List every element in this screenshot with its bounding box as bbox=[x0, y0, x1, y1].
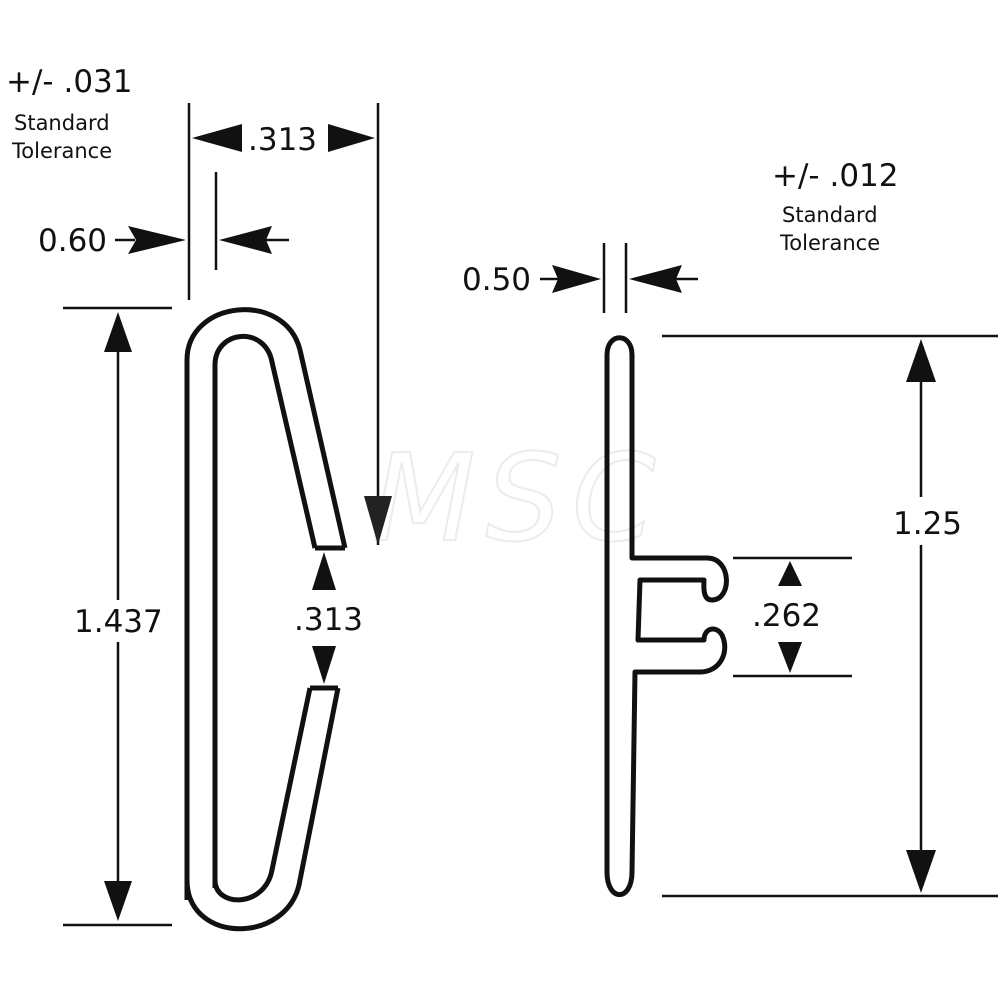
left-gap-dimension: .313 bbox=[294, 552, 363, 684]
left-gap-label: .313 bbox=[294, 602, 363, 638]
arrow-left-icon bbox=[192, 124, 242, 152]
arrow-up-icon bbox=[906, 339, 936, 382]
arrow-left-icon bbox=[629, 265, 682, 293]
arrow-down-icon bbox=[104, 881, 132, 921]
right-slot-label: .262 bbox=[752, 598, 821, 634]
arrow-right-icon bbox=[128, 226, 186, 254]
left-width-label: .313 bbox=[248, 122, 317, 158]
right-thickness-dimension: 0.50 bbox=[462, 243, 698, 313]
left-tolerance-note: +/- .031 Standard Tolerance bbox=[6, 64, 132, 163]
arrow-up-icon bbox=[104, 312, 132, 352]
arrow-down-icon bbox=[364, 496, 392, 545]
left-width-dimension: .313 bbox=[192, 122, 375, 158]
arrow-left-icon bbox=[219, 226, 272, 254]
right-thickness-label: 0.50 bbox=[462, 262, 531, 298]
left-tolerance-line2: Tolerance bbox=[11, 139, 112, 163]
right-tolerance-value: +/- .012 bbox=[772, 158, 898, 194]
left-height-label: 1.437 bbox=[74, 604, 163, 640]
left-tolerance-line1: Standard bbox=[14, 111, 110, 135]
left-height-dimension: 1.437 bbox=[63, 306, 172, 927]
arrow-down-icon bbox=[906, 850, 936, 893]
right-tolerance-line2: Tolerance bbox=[779, 231, 880, 255]
t-profile-shape bbox=[604, 335, 729, 897]
arrow-down-icon bbox=[312, 646, 336, 684]
right-slot-dimension: .262 bbox=[733, 556, 852, 678]
right-tolerance-note: +/- .012 Standard Tolerance bbox=[772, 158, 898, 255]
left-thickness-dimension: 0.60 bbox=[38, 223, 289, 259]
right-height-dimension: 1.25 bbox=[662, 334, 998, 898]
arrow-down-icon bbox=[778, 642, 802, 673]
right-tolerance-line1: Standard bbox=[782, 203, 878, 227]
left-width-extension-lines bbox=[187, 103, 380, 545]
left-tolerance-value: +/- .031 bbox=[6, 64, 132, 100]
left-thickness-label: 0.60 bbox=[38, 223, 107, 259]
arrow-up-icon bbox=[312, 552, 336, 590]
arrow-right-icon bbox=[552, 265, 601, 293]
arrow-right-icon bbox=[328, 124, 375, 152]
s-hook-shape bbox=[184, 307, 348, 932]
arrow-up-icon bbox=[778, 561, 802, 586]
right-height-label: 1.25 bbox=[893, 506, 962, 542]
watermark: MSC bbox=[372, 430, 666, 569]
